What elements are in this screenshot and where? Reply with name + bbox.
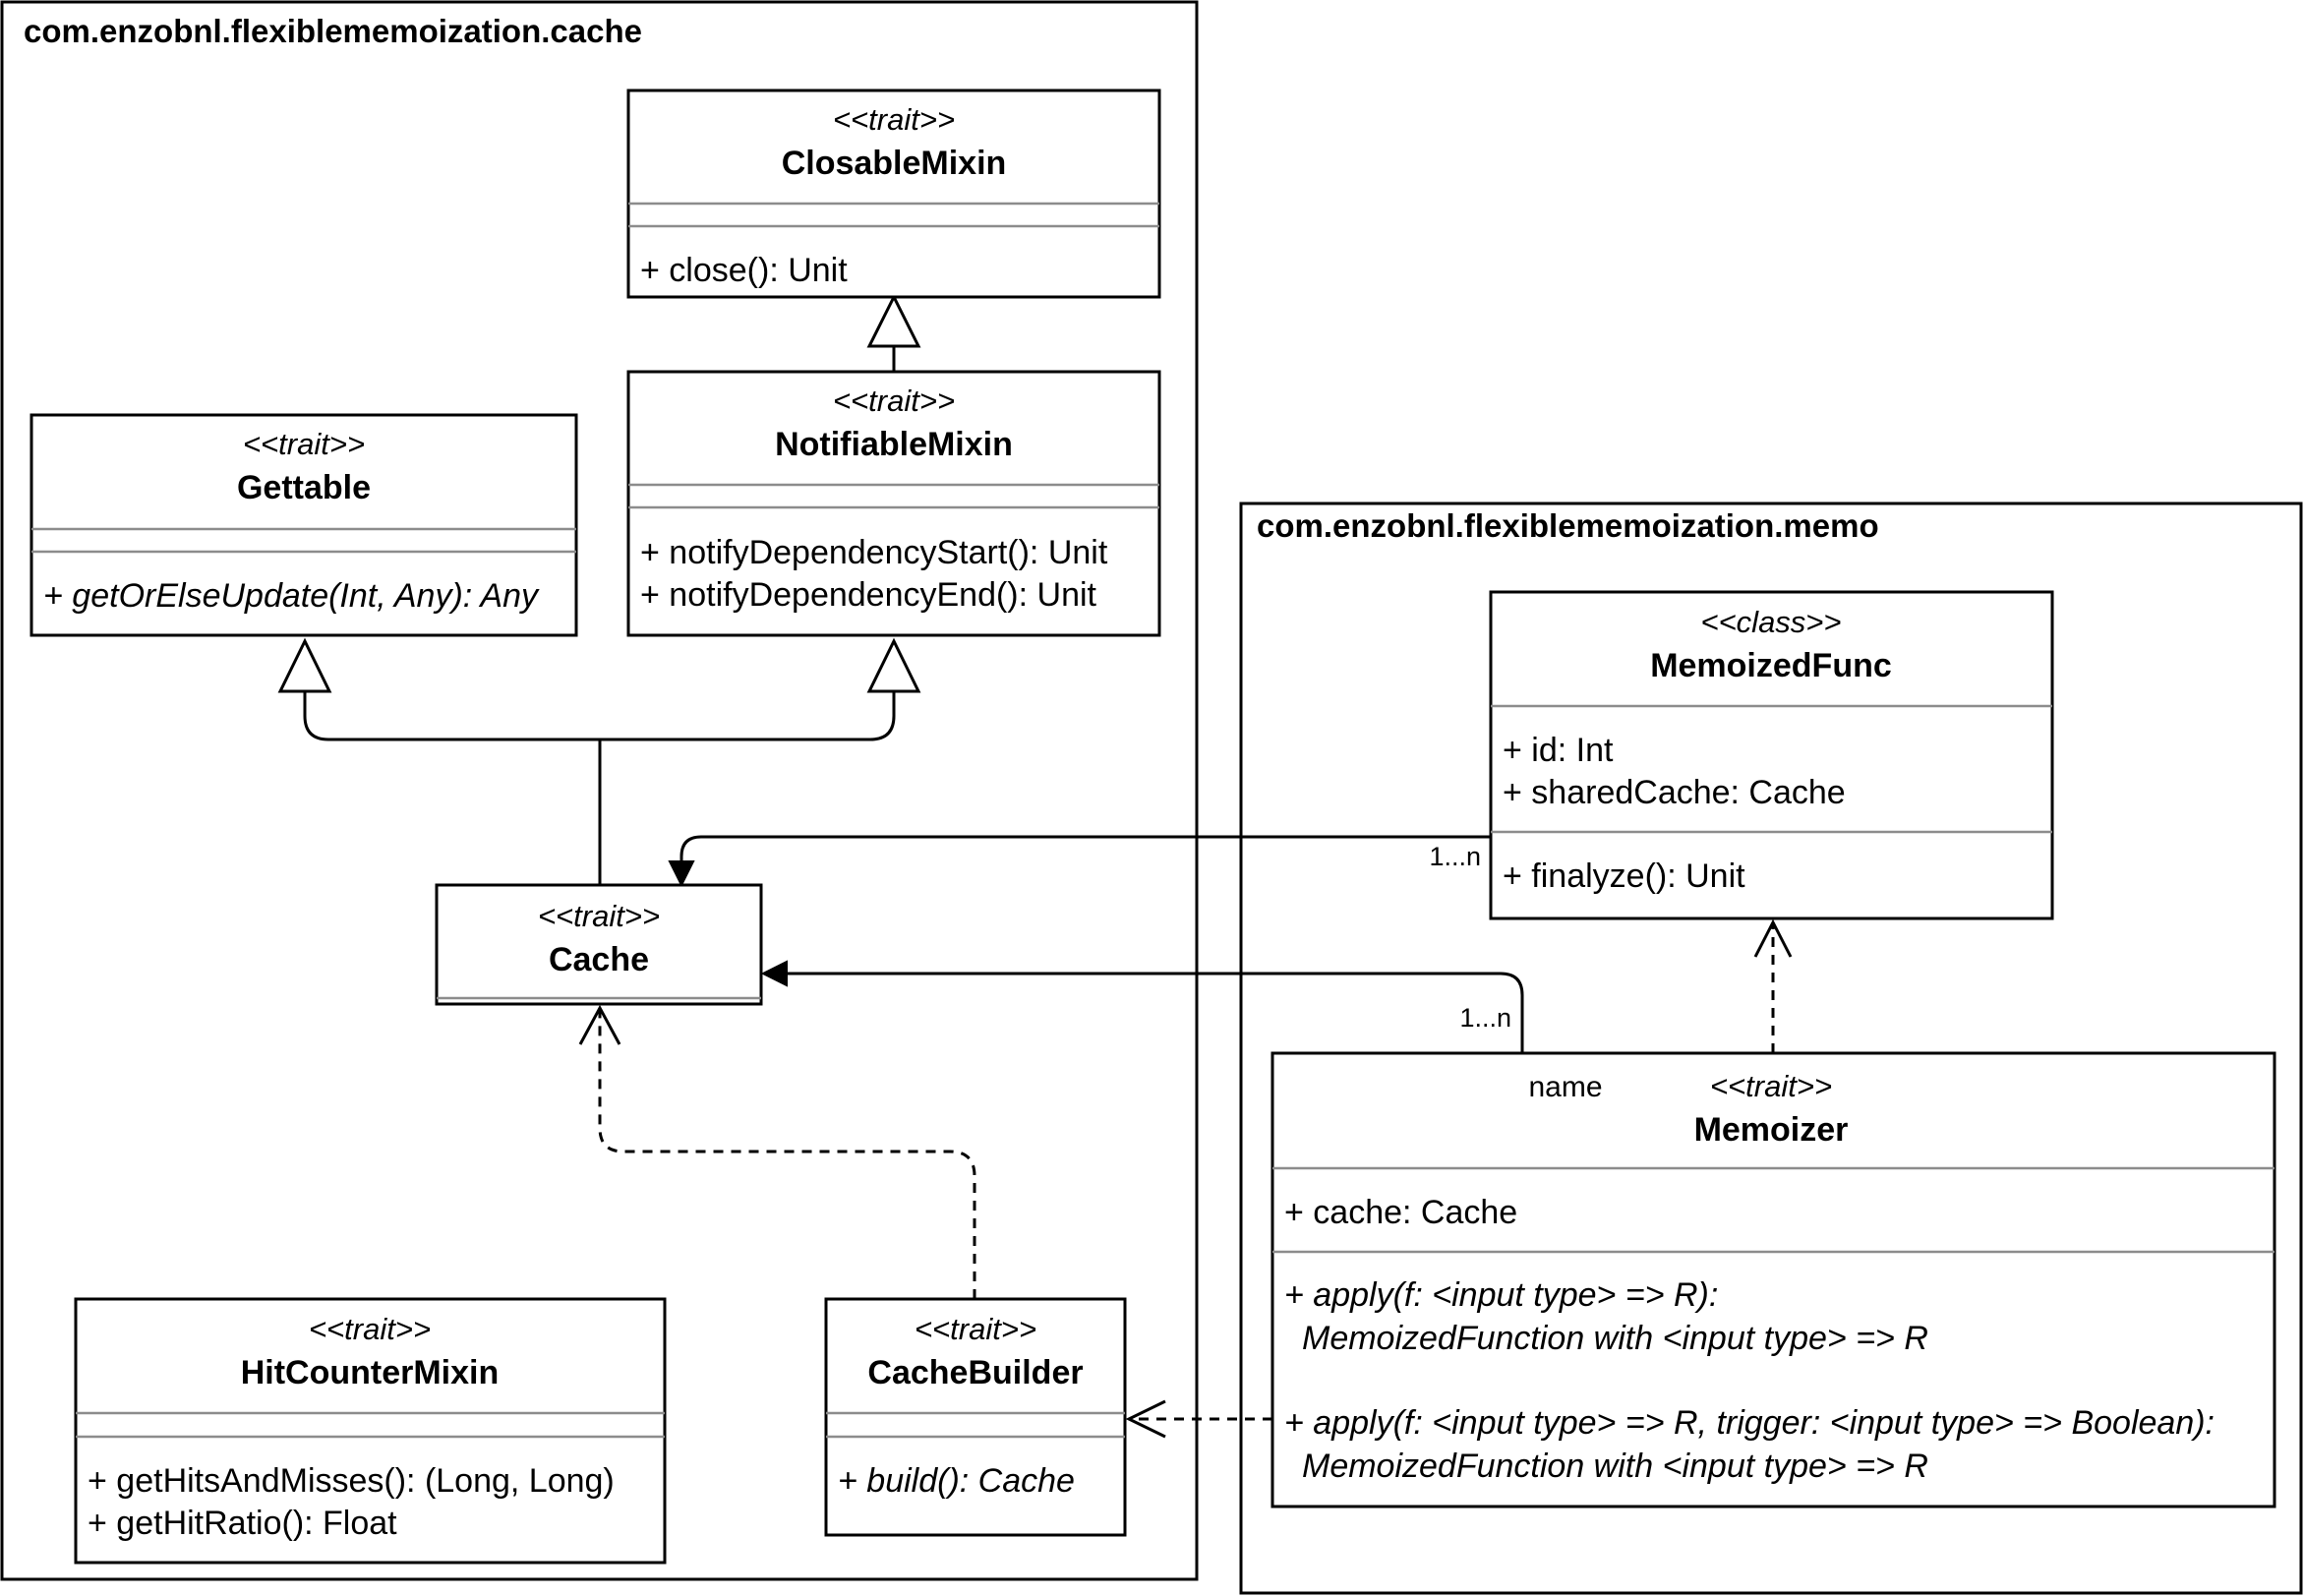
class-cache-builder[interactable]: <<trait>> CacheBuilder + build(): Cache <box>824 1297 1127 1537</box>
class-stereotype: <<trait>> <box>538 899 660 933</box>
class-box <box>1489 590 2054 920</box>
class-stereotype: <<trait>> <box>309 1312 431 1346</box>
class-name: NotifiableMixin <box>775 426 1013 463</box>
class-cache[interactable]: <<trait>> Cache <box>435 883 763 1006</box>
class-box <box>1270 1051 2276 1508</box>
class-stereotype: <<trait>> <box>243 427 365 461</box>
class-stereotype: <<trait>> <box>1710 1069 1832 1103</box>
method-apply-trigger-line-2: MemoizedFunction with <input type> => R <box>1302 1448 1928 1485</box>
class-box <box>74 1297 667 1565</box>
class-box <box>626 370 1161 637</box>
class-name: Cache <box>549 941 649 978</box>
package-memo: com.enzobnl.flexiblememoization.memo <box>1239 502 2303 1595</box>
method-apply-line-2: MemoizedFunction with <input type> => R <box>1302 1320 1928 1357</box>
class-name: HitCounterMixin <box>241 1354 500 1391</box>
relationships: 1...n 1...n <box>277 293 1793 1439</box>
association-arrowhead-memoizedfunc-cache <box>668 860 695 888</box>
method-build: + build(): Cache <box>838 1462 1075 1500</box>
method-get-hit-ratio: + getHitRatio(): Float <box>88 1505 397 1542</box>
method-close: + close(): Unit <box>640 252 848 289</box>
class-stereotype: <<class>> <box>1700 605 1841 639</box>
dependency-arrowhead-cache <box>578 1004 621 1045</box>
class-box <box>435 883 763 1006</box>
method-apply-line-1: + apply(f: <input type> => R): <box>1284 1276 1718 1314</box>
attribute-cache: + cache: Cache <box>1284 1194 1517 1231</box>
class-gettable[interactable]: <<trait>> Gettable + getOrElseUpdate(Int… <box>30 413 578 637</box>
dependency-arrowhead-memoizedfunc <box>1753 918 1793 958</box>
class-name: ClosableMixin <box>782 145 1007 182</box>
generalization-arrowhead-gettable <box>277 637 332 693</box>
class-stereotype: <<trait>> <box>833 384 955 418</box>
method-get-hits-and-misses: + getHitsAndMisses(): (Long, Long) <box>88 1462 615 1500</box>
attribute-id: + id: Int <box>1503 732 1614 769</box>
class-name: MemoizedFunc <box>1650 647 1892 684</box>
association-memoizer-to-cache <box>787 972 1524 1053</box>
package-cache-title: com.enzobnl.flexiblememoization.cache <box>24 13 642 49</box>
memoizer-name-label: name <box>1528 1071 1602 1103</box>
class-notifiable-mixin[interactable]: <<trait>> NotifiableMixin + notifyDepend… <box>626 370 1161 637</box>
generalization-arrowhead-closable <box>866 293 921 348</box>
class-hit-counter-mixin[interactable]: <<trait>> HitCounterMixin + getHitsAndMi… <box>74 1297 667 1565</box>
attribute-shared-cache: + sharedCache: Cache <box>1503 774 1846 811</box>
association-memoizedfunc-to-cache <box>679 835 1491 865</box>
class-box <box>626 89 1161 299</box>
package-cache: com.enzobnl.flexiblememoization.cache <box>0 0 1199 1581</box>
package-cache-frame <box>0 0 1199 1581</box>
class-memoized-func[interactable]: <<class>> MemoizedFunc + id: Int + share… <box>1489 590 2054 920</box>
class-stereotype: <<trait>> <box>915 1312 1036 1346</box>
class-memoizer[interactable]: name <<trait>> Memoizer + cache: Cache +… <box>1270 1051 2276 1508</box>
class-box <box>824 1297 1127 1537</box>
package-memo-title: com.enzobnl.flexiblememoization.memo <box>1257 507 1879 544</box>
method-finalyze: + finalyze(): Unit <box>1503 857 1745 895</box>
dependency-cachebuilder-to-cache <box>598 1008 976 1299</box>
association-arrowhead-memoizer-cache <box>760 960 788 987</box>
class-box <box>30 413 578 637</box>
generalization-arrowhead-notifiable <box>866 637 921 693</box>
multiplicity-memoizedfunc-cache: 1...n <box>1429 842 1481 871</box>
method-notify-dependency-start: + notifyDependencyStart(): Unit <box>640 534 1108 571</box>
class-name: Gettable <box>237 469 371 506</box>
class-closable-mixin[interactable]: <<trait>> ClosableMixin + close(): Unit <box>626 89 1161 299</box>
class-name: Memoizer <box>1694 1111 1849 1149</box>
dependency-arrowhead-cachebuilder <box>1125 1399 1166 1439</box>
method-notify-dependency-end: + notifyDependencyEnd(): Unit <box>640 576 1097 614</box>
class-stereotype: <<trait>> <box>833 102 955 137</box>
method-get-or-else-update: + getOrElseUpdate(Int, Any): Any <box>43 577 540 615</box>
generalization-cache-branches <box>303 691 896 741</box>
method-apply-trigger-line-1: + apply(f: <input type> => R, trigger: <… <box>1284 1404 2215 1442</box>
class-name: CacheBuilder <box>867 1354 1083 1391</box>
multiplicity-memoizer-cache: 1...n <box>1459 1003 1511 1033</box>
package-memo-frame <box>1239 502 2303 1595</box>
